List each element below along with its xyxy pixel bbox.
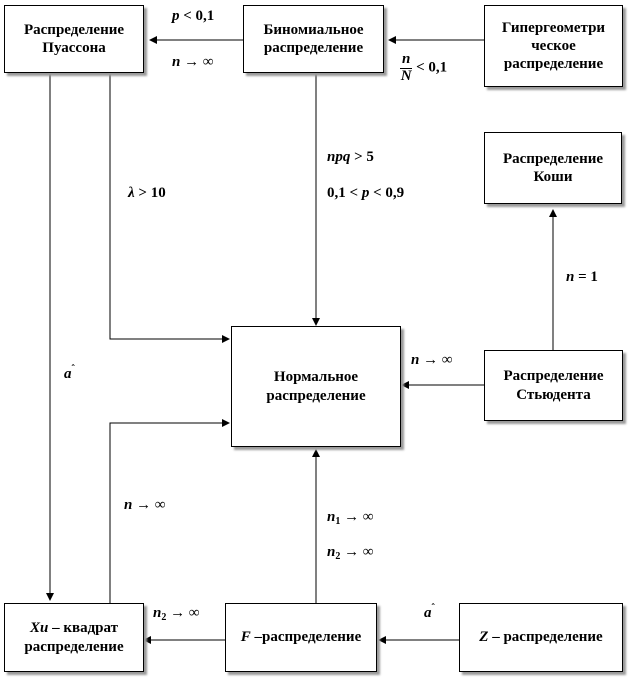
label-n1-inf-rest: → ∞: [340, 509, 374, 525]
label-n-inf-chi: n → ∞: [124, 498, 166, 513]
label-n-eq-1-rest: = 1: [574, 269, 598, 285]
label-n-inf-top-rest: → ∞: [180, 54, 214, 70]
label-n1-inf-var: n: [327, 509, 336, 525]
label-frac-num: n: [400, 51, 413, 69]
label-a-bottom-sup: ˆ: [431, 603, 435, 614]
node-binomial-line2: распределение: [263, 40, 364, 56]
label-n2-inf-var: n: [327, 544, 336, 560]
label-p-range: 0,1 < p < 0,9: [327, 186, 404, 201]
label-n-eq-1-var: n: [566, 269, 575, 285]
node-normal-line2: распределение: [266, 387, 366, 404]
node-fdist: F –распределение: [225, 603, 377, 672]
label-lambda: λ > 10: [128, 186, 166, 201]
label-a-bottom-var: a: [424, 605, 432, 621]
label-p-lt: p < 0,1: [172, 9, 214, 24]
node-chi2-line1: Хи – квадрат: [24, 619, 123, 637]
label-n1-inf-sub: 1: [335, 516, 341, 527]
label-p-lt-rest: < 0,1: [179, 8, 215, 24]
arrow-poisson-to-normal: [109, 73, 230, 343]
node-poisson-line2: Пуассона: [42, 40, 106, 56]
node-zdist-rest: – распределение: [488, 629, 603, 646]
label-n2-inf-bottom-rest: → ∞: [166, 605, 200, 621]
label-n2-inf-bottom-var: n: [153, 605, 162, 621]
label-a-bottom: aˆ: [424, 604, 435, 621]
node-binomial-line1: Биномиальное: [263, 21, 364, 38]
label-n-inf-top: n → ∞: [172, 55, 214, 70]
label-p-range-pre: 0,1 <: [327, 185, 362, 201]
node-zdist: Z – распределение: [459, 603, 623, 672]
label-n-inf-chi-var: n: [124, 497, 133, 513]
node-chi2-rest: – квадрат: [48, 620, 118, 637]
node-zdist-italic: Z: [479, 629, 489, 646]
label-a-left-var: a: [64, 366, 72, 382]
label-frac-den: N: [400, 67, 412, 84]
node-normal-line1: Нормальное: [273, 369, 359, 386]
node-binomial: Биномиальное распределение: [243, 5, 384, 73]
node-chi2-line2: распределение: [24, 638, 124, 655]
node-hypergeometric-line2: ческое: [531, 37, 576, 54]
label-n1-inf: n1 → ∞: [327, 510, 374, 527]
node-cauchy-line2: Коши: [533, 169, 573, 185]
label-n-inf-student-rest: → ∞: [419, 352, 453, 368]
label-npq-rest: > 5: [350, 149, 374, 165]
label-a-left: aˆ: [64, 365, 75, 382]
node-fdist-italic: F: [240, 629, 251, 646]
label-p-lt-var: p: [172, 8, 180, 24]
node-poisson-line1: Распределение: [23, 21, 125, 38]
label-n2-inf: n2 → ∞: [327, 545, 374, 562]
node-student-line2: Стьюдента: [516, 386, 591, 403]
arrow-chi2-to-normal: [109, 419, 230, 603]
label-npq-var: npq: [327, 149, 351, 165]
label-n2-inf-sub: 2: [335, 551, 341, 562]
label-frac-rest: < 0,1: [412, 59, 448, 76]
label-p-range-var: p: [361, 185, 370, 201]
label-n-inf-student: n → ∞: [411, 353, 453, 368]
label-n-inf-student-var: n: [411, 352, 420, 368]
label-npq: npq > 5: [327, 150, 374, 165]
node-chi2-italic: Хи: [29, 620, 49, 637]
label-lambda-rest: > 10: [134, 185, 166, 201]
label-n2-inf-bottom-sub: 2: [161, 612, 167, 623]
node-hypergeometric-line3: распределение: [503, 56, 604, 73]
label-p-range-rest: < 0,9: [369, 185, 405, 201]
label-n-eq-1: n = 1: [566, 270, 598, 285]
node-hypergeometric-line1: Гипергеометри: [501, 19, 606, 36]
node-fdist-rest: –распределение: [250, 629, 362, 646]
label-n2-inf-bottom: n2 → ∞: [153, 606, 200, 623]
label-n-inf-top-var: n: [172, 54, 181, 70]
label-n2-inf-rest: → ∞: [340, 544, 374, 560]
label-a-left-sup: ˆ: [71, 364, 75, 375]
label-lambda-var: λ: [128, 185, 135, 201]
label-n-inf-chi-rest: → ∞: [132, 497, 166, 513]
node-student-line1: Распределение: [503, 368, 604, 385]
node-cauchy-line1: Распределение: [502, 150, 604, 167]
